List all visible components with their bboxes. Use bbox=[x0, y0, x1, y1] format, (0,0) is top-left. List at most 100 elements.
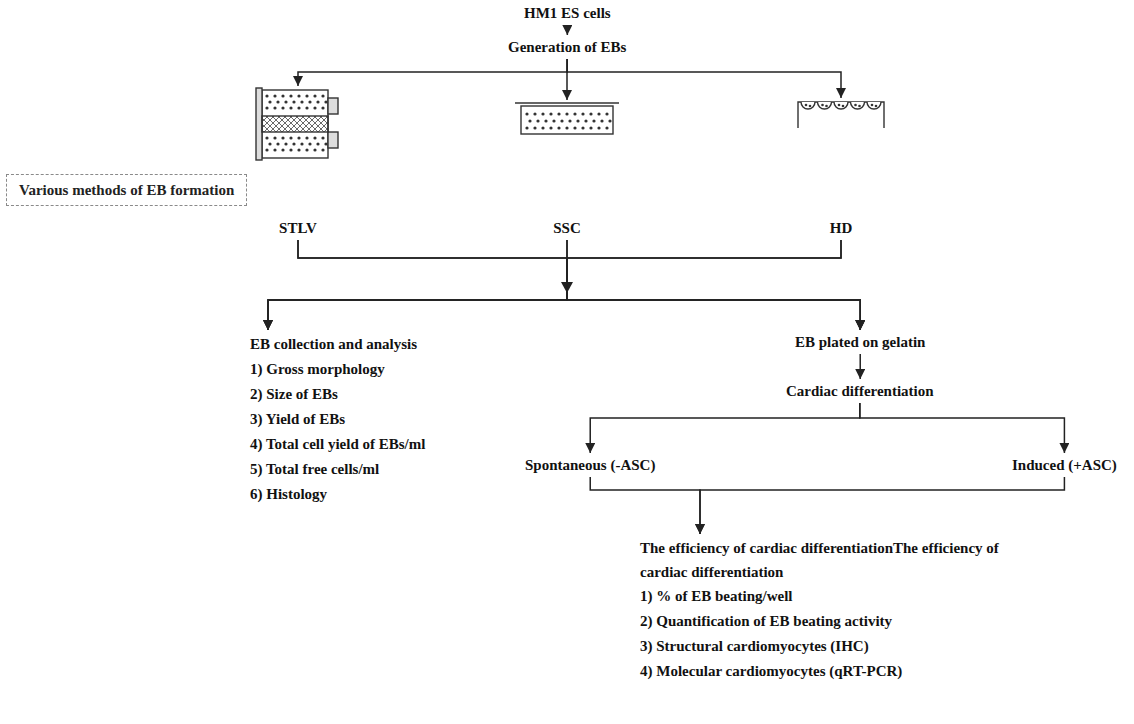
list-item: 4) Total cell yield of EBs/ml bbox=[250, 432, 425, 457]
cell-dot bbox=[289, 106, 292, 109]
ssc-dish-rim bbox=[515, 102, 619, 103]
cell-dot bbox=[268, 142, 271, 145]
method-stlv: STLV bbox=[253, 88, 343, 238]
method-ssc: SSC bbox=[515, 102, 619, 238]
group-label-box: Various methods of EB formation bbox=[6, 174, 247, 206]
flow-arrow bbox=[298, 59, 567, 86]
cell-dot bbox=[568, 119, 571, 122]
cell-dot bbox=[544, 119, 547, 122]
cell-dot bbox=[525, 112, 528, 115]
node-text: HD bbox=[830, 218, 853, 238]
stlv-membrane bbox=[262, 116, 328, 132]
cell-dot bbox=[281, 136, 284, 139]
cell-dot bbox=[589, 126, 592, 129]
cell-dot bbox=[549, 112, 552, 115]
process-step: Cardiac differentiation bbox=[786, 381, 934, 401]
cell-dot bbox=[316, 100, 319, 103]
cell-dot bbox=[605, 112, 608, 115]
cell-dot bbox=[292, 100, 295, 103]
cell-dot bbox=[265, 94, 268, 97]
cell-dot bbox=[297, 106, 300, 109]
cell-dot bbox=[536, 119, 539, 122]
cell-dot bbox=[313, 94, 316, 97]
node-text: STLV bbox=[279, 218, 317, 238]
cell-dot bbox=[305, 106, 308, 109]
cell-dot bbox=[584, 119, 587, 122]
flow-arrow bbox=[860, 403, 1065, 453]
flow-arrow bbox=[298, 240, 860, 330]
flow-arrow bbox=[590, 477, 700, 534]
cell-dot bbox=[297, 148, 300, 151]
node-text: HM1 ES cells bbox=[524, 3, 611, 23]
cell-dot bbox=[316, 142, 319, 145]
drop-well bbox=[834, 102, 848, 109]
cell-dot bbox=[292, 142, 295, 145]
cell-dot bbox=[300, 142, 303, 145]
cell-dot bbox=[313, 106, 316, 109]
cell-dot bbox=[265, 136, 268, 139]
list-item: 4) Molecular cardiomyocytes (qRT-PCR) bbox=[640, 659, 1012, 684]
cell-dot bbox=[300, 100, 303, 103]
cell-dot bbox=[305, 136, 308, 139]
node-text: Cardiac differentiation bbox=[786, 381, 934, 401]
cell-dot bbox=[805, 104, 808, 107]
flow-arrow bbox=[567, 240, 860, 330]
stlv-port bbox=[328, 132, 338, 148]
cell-dot bbox=[273, 148, 276, 151]
analysis-list: EB collection and analysis1) Gross morph… bbox=[250, 332, 425, 507]
cell-dot bbox=[276, 142, 279, 145]
cell-dot bbox=[875, 105, 878, 108]
cell-dot bbox=[308, 100, 311, 103]
stlv-end-plate bbox=[256, 88, 262, 160]
list-item: 3) Yield of EBs bbox=[250, 407, 425, 432]
cell-dot bbox=[525, 126, 528, 129]
cell-dot bbox=[289, 148, 292, 151]
list-item: 5) Total free cells/ml bbox=[250, 457, 425, 482]
flow-arrow bbox=[567, 25, 569, 35]
list-item: 1) Gross morphology bbox=[250, 357, 425, 382]
ssc-dish bbox=[515, 103, 619, 134]
drop-well bbox=[818, 102, 832, 109]
cell-dot bbox=[289, 136, 292, 139]
cell-dot bbox=[581, 112, 584, 115]
cell-dot bbox=[305, 148, 308, 151]
node-text: Induced (+ASC) bbox=[1012, 455, 1117, 475]
cell-dot bbox=[273, 106, 276, 109]
cell-dot bbox=[565, 112, 568, 115]
cell-dot bbox=[321, 148, 324, 151]
cell-dot bbox=[809, 105, 812, 108]
cell-dot bbox=[265, 106, 268, 109]
cell-dot bbox=[573, 126, 576, 129]
branch-step: Spontaneous (-ASC) bbox=[525, 455, 655, 475]
flow-arrow bbox=[567, 59, 841, 98]
cell-dot bbox=[528, 119, 531, 122]
list-item: 3) Structural cardiomyocytes (IHC) bbox=[640, 634, 1012, 659]
cell-dot bbox=[533, 112, 536, 115]
process-step: EB plated on gelatin bbox=[795, 332, 925, 352]
list-item: 1) % of EB beating/well bbox=[640, 584, 1012, 609]
cell-dot bbox=[305, 94, 308, 97]
cell-dot bbox=[313, 148, 316, 151]
list-item: 6) Histology bbox=[250, 482, 425, 507]
process-step: Generation of EBs bbox=[508, 37, 626, 57]
cell-dot bbox=[589, 112, 592, 115]
stlv-port bbox=[328, 98, 338, 114]
cell-dot bbox=[605, 126, 608, 129]
start-step: HM1 ES cells bbox=[524, 3, 611, 23]
hd-plate bbox=[798, 102, 884, 128]
cell-dot bbox=[313, 136, 316, 139]
method-hd: HD bbox=[796, 100, 886, 238]
cell-dot bbox=[281, 94, 284, 97]
cell-dot bbox=[608, 119, 611, 122]
cell-dot bbox=[273, 94, 276, 97]
cell-dot bbox=[276, 100, 279, 103]
cell-dot bbox=[297, 136, 300, 139]
cell-dot bbox=[321, 136, 324, 139]
flow-arrow bbox=[700, 477, 1064, 534]
cell-dot bbox=[560, 119, 563, 122]
cell-dot bbox=[821, 104, 824, 107]
cell-dot bbox=[557, 112, 560, 115]
cell-dot bbox=[297, 94, 300, 97]
